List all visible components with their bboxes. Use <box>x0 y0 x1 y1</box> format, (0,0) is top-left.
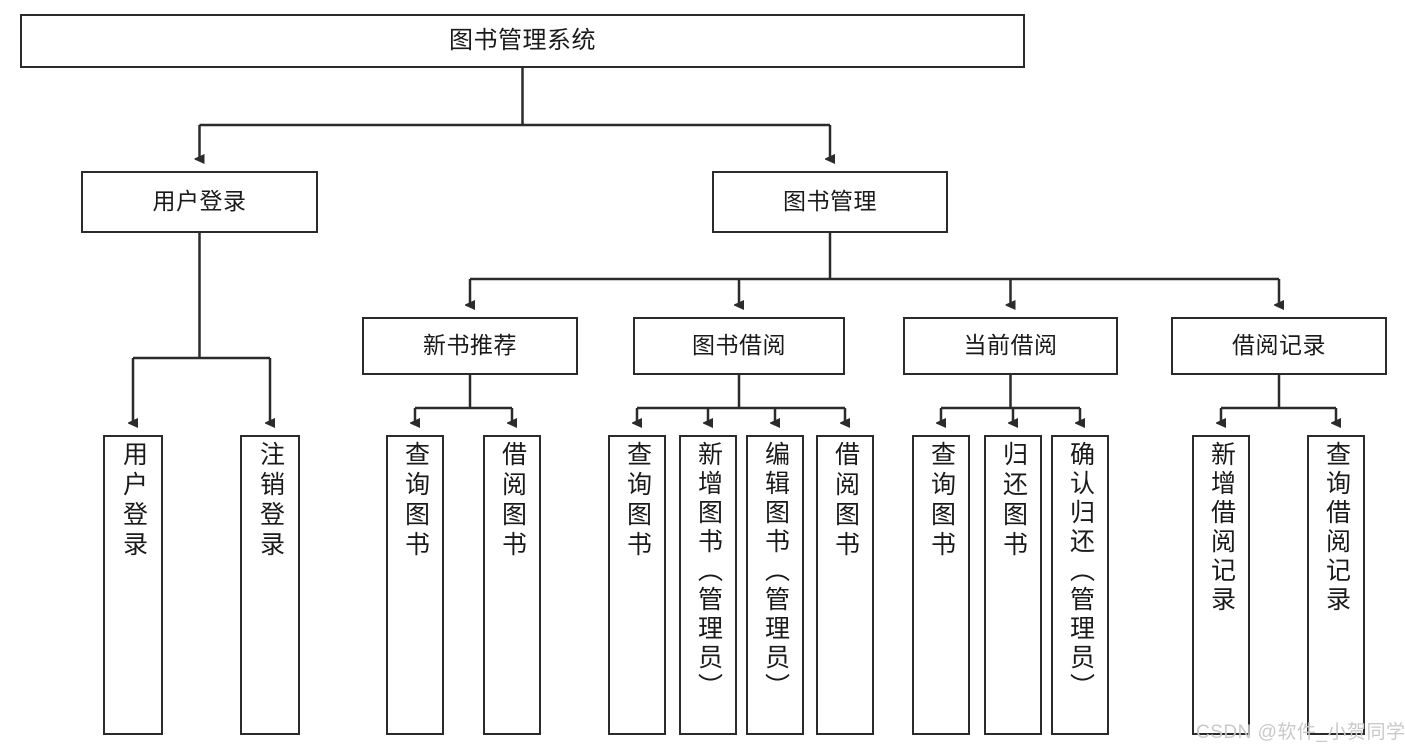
node-label: 图书借阅 <box>692 332 786 359</box>
node-label: 确认归还（管理员） <box>1066 441 1095 702</box>
node-leaf10[interactable]: 归还图书 <box>984 435 1042 735</box>
node-leaf8[interactable]: 借阅图书 <box>816 435 874 735</box>
node-label: 新增图书（管理员） <box>694 441 723 702</box>
node-label: 编辑图书（管理员） <box>761 441 790 702</box>
node-root[interactable]: 图书管理系统 <box>20 14 1025 68</box>
node-label: 新书推荐 <box>423 332 517 359</box>
node-newbook[interactable]: 新书推荐 <box>362 317 578 375</box>
node-current[interactable]: 当前借阅 <box>903 317 1118 375</box>
node-label: 当前借阅 <box>963 332 1058 359</box>
node-label: 注销登录 <box>256 441 285 561</box>
node-leaf4[interactable]: 借阅图书 <box>483 435 541 735</box>
node-label: 借阅图书 <box>831 441 860 561</box>
node-leaf9[interactable]: 查询图书 <box>912 435 970 735</box>
node-leaf11[interactable]: 确认归还（管理员） <box>1051 435 1109 735</box>
node-borrow[interactable]: 图书借阅 <box>633 317 845 375</box>
node-label: 查询图书 <box>623 441 652 561</box>
node-leaf2[interactable]: 注销登录 <box>240 435 300 735</box>
node-leaf1[interactable]: 用户登录 <box>103 435 163 735</box>
node-label: 用户登录 <box>152 188 247 215</box>
node-label: 用户登录 <box>119 441 148 561</box>
node-leaf3[interactable]: 查询图书 <box>386 435 444 735</box>
node-records[interactable]: 借阅记录 <box>1171 317 1387 375</box>
node-leaf6[interactable]: 新增图书（管理员） <box>679 435 737 735</box>
node-leaf7[interactable]: 编辑图书（管理员） <box>746 435 804 735</box>
node-leaf5[interactable]: 查询图书 <box>608 435 666 735</box>
node-label: 图书管理系统 <box>449 26 596 54</box>
node-label: 借阅图书 <box>498 441 527 561</box>
csdn-watermark: CSDN @软件_小贺同学 <box>1196 722 1405 743</box>
node-leaf12[interactable]: 新增借阅记录 <box>1192 435 1250 735</box>
node-label: 查询图书 <box>927 441 956 561</box>
node-label: 借阅记录 <box>1232 332 1326 359</box>
node-label: 归还图书 <box>999 441 1028 561</box>
node-label: 查询借阅记录 <box>1322 441 1351 615</box>
node-leaf13[interactable]: 查询借阅记录 <box>1307 435 1365 735</box>
node-label: 新增借阅记录 <box>1207 441 1236 615</box>
node-label: 查询图书 <box>401 441 430 561</box>
node-label: 图书管理 <box>783 188 877 215</box>
node-bookmgmt[interactable]: 图书管理 <box>712 171 948 233</box>
node-login[interactable]: 用户登录 <box>81 171 318 233</box>
